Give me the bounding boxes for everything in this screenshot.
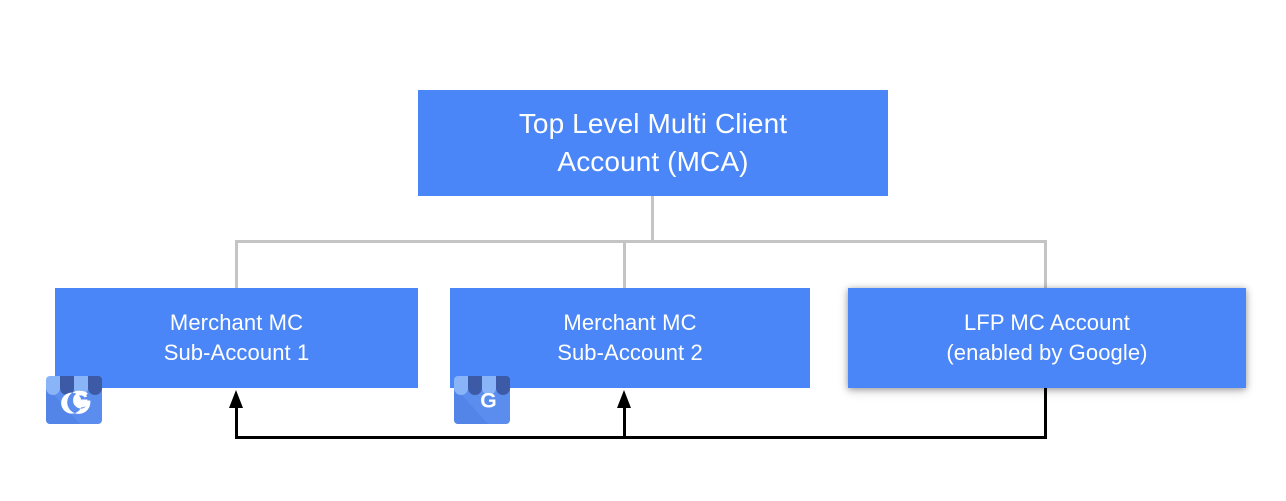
flow-riser-from-lfp-account: [1044, 388, 1047, 439]
connector-drop-to-lfp-account: [1044, 240, 1047, 290]
flow-horizontal-bus: [235, 436, 1047, 439]
node-lfp-mc-account[interactable]: LFP MC Account (enabled by Google): [848, 288, 1246, 388]
connector-horizontal-bus: [235, 240, 1047, 243]
svg-text:G: G: [480, 389, 496, 412]
node-merchant-mc-sub-account-2[interactable]: Merchant MC Sub-Account 2: [450, 288, 810, 388]
connector-root-stem: [651, 196, 654, 243]
arrowhead-into-sub-account-1: [229, 390, 243, 408]
node-merchant-mc-sub-account-1[interactable]: Merchant MC Sub-Account 1: [55, 288, 418, 388]
connector-drop-to-sub-account-1: [235, 240, 238, 290]
node-merchant-mc-sub-account-2-label: Merchant MC Sub-Account 2: [557, 310, 703, 365]
google-my-business-storefront-icon: G: [454, 376, 510, 424]
node-top-level-mca[interactable]: Top Level Multi Client Account (MCA): [418, 90, 888, 196]
connector-drop-to-sub-account-2: [623, 240, 626, 290]
arrowhead-into-sub-account-2: [617, 390, 631, 408]
node-top-level-mca-label: Top Level Multi Client Account (MCA): [518, 107, 788, 177]
node-lfp-mc-account-label: LFP MC Account (enabled by Google): [946, 310, 1148, 365]
node-merchant-mc-sub-account-1-label: Merchant MC Sub-Account 1: [163, 310, 310, 365]
google-my-business-storefront-icon: G: [46, 376, 102, 424]
svg-text:G: G: [72, 389, 88, 412]
flow-riser-to-sub-account-1: [235, 406, 238, 439]
flow-riser-to-sub-account-2: [623, 406, 626, 439]
